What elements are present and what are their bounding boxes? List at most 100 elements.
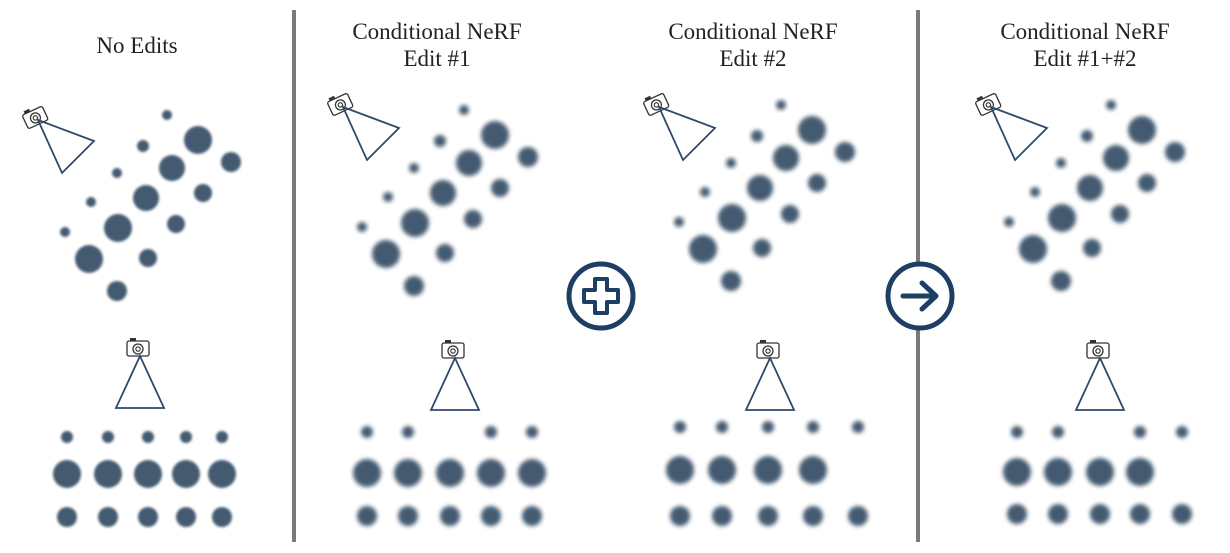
sphere: [61, 431, 73, 443]
panel-title-line: Conditional NeRF: [668, 19, 838, 44]
sphere: [747, 175, 773, 201]
sphere: [1056, 158, 1066, 168]
sphere: [60, 227, 70, 237]
sphere: [162, 110, 172, 120]
sphere: [394, 459, 422, 487]
sphere: [798, 116, 826, 144]
sphere: [776, 100, 786, 110]
sphere: [112, 168, 122, 178]
camera-frustum: [657, 105, 717, 162]
sphere: [212, 507, 232, 527]
camera-icon: [756, 340, 780, 359]
sphere: [1051, 271, 1071, 291]
divider-left: [292, 10, 296, 542]
sphere: [1011, 426, 1023, 438]
sphere: [1134, 426, 1146, 438]
camera-icon: [975, 93, 1002, 116]
panel-title-edit-1: Conditional NeRF Edit #1: [307, 18, 567, 72]
sphere: [852, 421, 864, 433]
sphere: [383, 192, 393, 202]
sphere: [1048, 204, 1076, 232]
sphere: [456, 150, 482, 176]
sphere: [180, 431, 192, 443]
sphere: [716, 421, 728, 433]
sphere: [781, 205, 799, 223]
sphere: [75, 245, 103, 273]
sphere: [1003, 458, 1031, 486]
sphere: [353, 459, 381, 487]
sphere: [402, 426, 414, 438]
sphere: [194, 184, 212, 202]
camera-frustum: [36, 118, 96, 175]
sphere: [491, 179, 509, 197]
panel-title-line: Conditional NeRF: [1000, 19, 1170, 44]
sphere: [1103, 145, 1129, 171]
sphere: [1172, 504, 1192, 524]
sphere: [758, 506, 778, 526]
sphere: [436, 459, 464, 487]
sphere: [481, 506, 501, 526]
sphere: [357, 222, 367, 232]
camera-frustum: [744, 355, 796, 411]
sphere: [107, 281, 127, 301]
sphere: [689, 235, 717, 263]
sphere: [799, 456, 827, 484]
camera-icon: [643, 93, 670, 116]
camera-icon: [1086, 340, 1110, 359]
sphere: [459, 105, 469, 115]
sphere: [1004, 217, 1014, 227]
sphere: [670, 506, 690, 526]
arrow-right-circle-icon: [885, 261, 955, 331]
sphere: [1126, 458, 1154, 486]
sphere: [712, 506, 732, 526]
sphere: [361, 426, 373, 438]
sphere: [708, 456, 736, 484]
sphere: [464, 210, 482, 228]
sphere: [221, 152, 241, 172]
sphere: [53, 460, 81, 488]
sphere: [172, 460, 200, 488]
sphere: [133, 185, 159, 211]
sphere: [803, 506, 823, 526]
sphere: [522, 506, 542, 526]
sphere: [1130, 504, 1150, 524]
sphere: [1081, 130, 1093, 142]
sphere: [357, 506, 377, 526]
sphere: [518, 147, 538, 167]
sphere: [808, 174, 826, 192]
sphere: [835, 142, 855, 162]
panel-title-no-edits: No Edits: [7, 32, 267, 59]
camera-frustum: [429, 355, 481, 411]
sphere: [434, 135, 446, 147]
sphere: [138, 507, 158, 527]
panel-title-edit-2: Conditional NeRF Edit #2: [623, 18, 883, 72]
camera-icon: [126, 338, 150, 357]
sphere: [807, 421, 819, 433]
sphere: [718, 204, 746, 232]
sphere: [1090, 504, 1110, 524]
sphere: [700, 187, 710, 197]
sphere: [674, 421, 686, 433]
sphere: [102, 431, 114, 443]
plus-circle-icon: [566, 261, 636, 331]
sphere: [1019, 235, 1047, 263]
sphere: [754, 456, 782, 484]
camera-icon: [327, 93, 354, 116]
sphere: [1176, 426, 1188, 438]
sphere: [430, 180, 456, 206]
sphere: [104, 214, 132, 242]
sphere: [57, 507, 77, 527]
sphere: [773, 145, 799, 171]
camera-frustum: [341, 105, 401, 162]
sphere: [1052, 426, 1064, 438]
panel-title-edit-combined: Conditional NeRF Edit #1+#2: [955, 18, 1215, 72]
sphere: [409, 163, 419, 173]
sphere: [98, 507, 118, 527]
sphere: [1106, 100, 1116, 110]
panel-title-line: Conditional NeRF: [352, 19, 522, 44]
panel-title-line: Edit #1: [403, 46, 471, 71]
sphere: [1030, 187, 1040, 197]
sphere: [1048, 504, 1068, 524]
sphere: [142, 431, 154, 443]
sphere: [1083, 239, 1101, 257]
